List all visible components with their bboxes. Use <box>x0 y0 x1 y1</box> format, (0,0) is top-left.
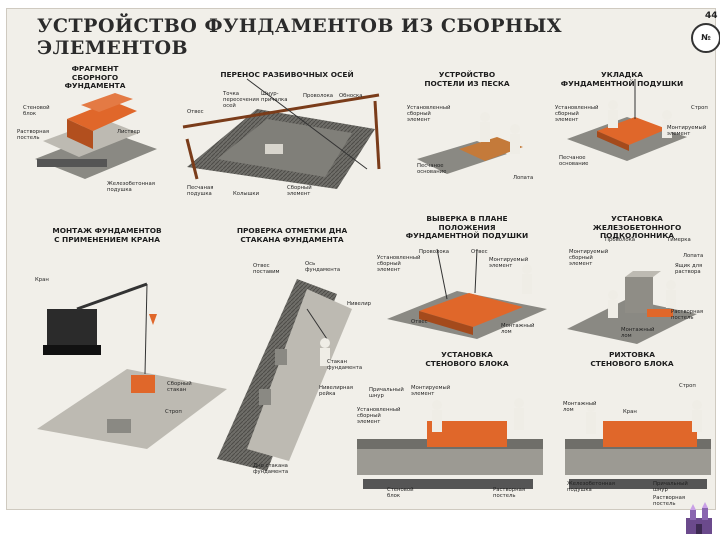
rihtovka-illustration <box>565 400 711 489</box>
label: Проволока <box>419 249 450 255</box>
label: Отвес <box>471 249 488 255</box>
label: Причальный шнур <box>369 387 404 399</box>
column-illustration <box>567 271 697 344</box>
label: Колышки <box>233 191 260 197</box>
label: Строп <box>165 409 182 415</box>
label: Отвес <box>411 319 428 325</box>
label: Ось фундамента <box>305 261 341 273</box>
label: Листвер <box>117 129 141 135</box>
label: Установленный сборный элемент <box>407 105 451 123</box>
label: Дно стакана фундамента <box>253 463 289 475</box>
label: Отвес <box>187 109 204 115</box>
label: Нивелирная рейка <box>319 385 353 397</box>
label: Кран <box>35 277 49 283</box>
label: Монтажный лом <box>621 327 655 339</box>
label: Песчаное основание <box>559 155 589 167</box>
section-title-column: УСТАНОВКА ЖЕЛЕЗОБЕТОННОГО ПОДКОЛОННИКА <box>592 214 682 241</box>
label: Точка пересечения осей <box>223 91 259 109</box>
label: Растворная постель <box>493 487 526 499</box>
label: Растворная постель <box>17 129 50 141</box>
label: Монтируемый сборный элемент <box>569 249 609 267</box>
page-number: 44 <box>705 11 718 21</box>
label: Лопата <box>683 253 704 259</box>
label: Обноска <box>339 93 363 99</box>
label: Установленный сборный элемент <box>555 105 599 123</box>
label: Сборный элемент <box>287 185 312 197</box>
fragment-illustration <box>35 93 157 179</box>
label: Песчаное основание <box>417 163 447 175</box>
page-title: УСТРОЙСТВО ФУНДАМЕНТОВ ИЗ СБОРНЫХ ЭЛЕМЕН… <box>37 15 563 59</box>
sand-illustration <box>417 112 523 174</box>
label: Стакан фундамента <box>327 359 363 371</box>
label: Лопата <box>513 175 534 181</box>
label: Монтажный лом <box>563 401 597 413</box>
cushion-illustration <box>567 79 687 161</box>
section-title-cushion: УКЛАДКА ФУНДАМЕНТНОЙ ПОДУШКИ <box>560 70 684 88</box>
poster: УСТРОЙСТВО ФУНДАМЕНТОВ ИЗ СБОРНЫХ ЭЛЕМЕН… <box>6 8 720 510</box>
label: Стеновой блок <box>23 105 50 117</box>
label: Стеновой блок <box>387 487 414 499</box>
label: Нивелир <box>347 301 371 307</box>
label: Строп <box>679 383 696 389</box>
illustrations <box>35 78 711 489</box>
align-illustration <box>387 248 547 339</box>
label: Монтажный лом <box>501 323 535 335</box>
label: Строп <box>691 105 708 111</box>
label: Растворная постель <box>671 309 704 321</box>
crane-illustration <box>37 282 227 449</box>
section-title-check: ПРОВЕРКА ОТМЕТКИ ДНА СТАКАНА ФУНДАМЕНТА <box>236 226 348 244</box>
label: Песчаная подушка <box>187 185 214 197</box>
label: Ящик для раствора <box>675 263 703 275</box>
label: Железобетонная подушка <box>107 181 155 193</box>
label: Шнур- причалка <box>261 91 288 103</box>
section-title-rihtovka: РИХТОВКА СТЕНОВОГО БЛОКА <box>590 350 674 368</box>
label: Установленный сборный элемент <box>357 407 401 425</box>
label: Кран <box>623 409 637 415</box>
label: Проволока <box>303 93 334 99</box>
section-title-axes: ПЕРЕНОС РАЗБИВОЧНЫХ ОСЕЙ <box>220 70 354 79</box>
section-title-align: ВЫВЕРКА В ПЛАНЕ ПОЛОЖЕНИЯ ФУНДАМЕНТНОЙ П… <box>405 214 529 241</box>
label: Проволока <box>605 237 636 243</box>
label: Монтируемый элемент <box>411 385 451 397</box>
label: Монтируемый элемент <box>489 257 529 269</box>
castle-logo-icon <box>686 502 712 534</box>
wallblock-illustration <box>357 398 543 489</box>
label: Растворная постель <box>653 495 686 507</box>
label: Сборный стакан <box>167 381 192 393</box>
section-title-wallblock: УСТАНОВКА СТЕНОВОГО БЛОКА <box>425 350 509 368</box>
section-title-crane: МОНТАЖ ФУНДАМЕНТОВ С ПРИМЕНЕНИЕМ КРАНА <box>52 226 162 244</box>
section-title-sand: УСТРОЙСТВО ПОСТЕЛИ ИЗ ПЕСКА <box>424 70 510 88</box>
label: Причальный шнур <box>653 481 688 493</box>
check-illustration <box>217 279 352 471</box>
label: Отвес поставим <box>253 263 280 275</box>
label: Тимерка <box>667 237 691 243</box>
section-title-fragment: ФРАГМЕНТ СБОРНОГО ФУНДАМЕНТА <box>64 64 126 91</box>
axes-illustration <box>182 78 381 189</box>
poster-number-badge: № <box>691 23 720 53</box>
label: Установленный сборный элемент <box>377 255 421 273</box>
label: Железобетонная подушка <box>567 481 615 493</box>
label: Монтируемый элемент <box>667 125 707 137</box>
